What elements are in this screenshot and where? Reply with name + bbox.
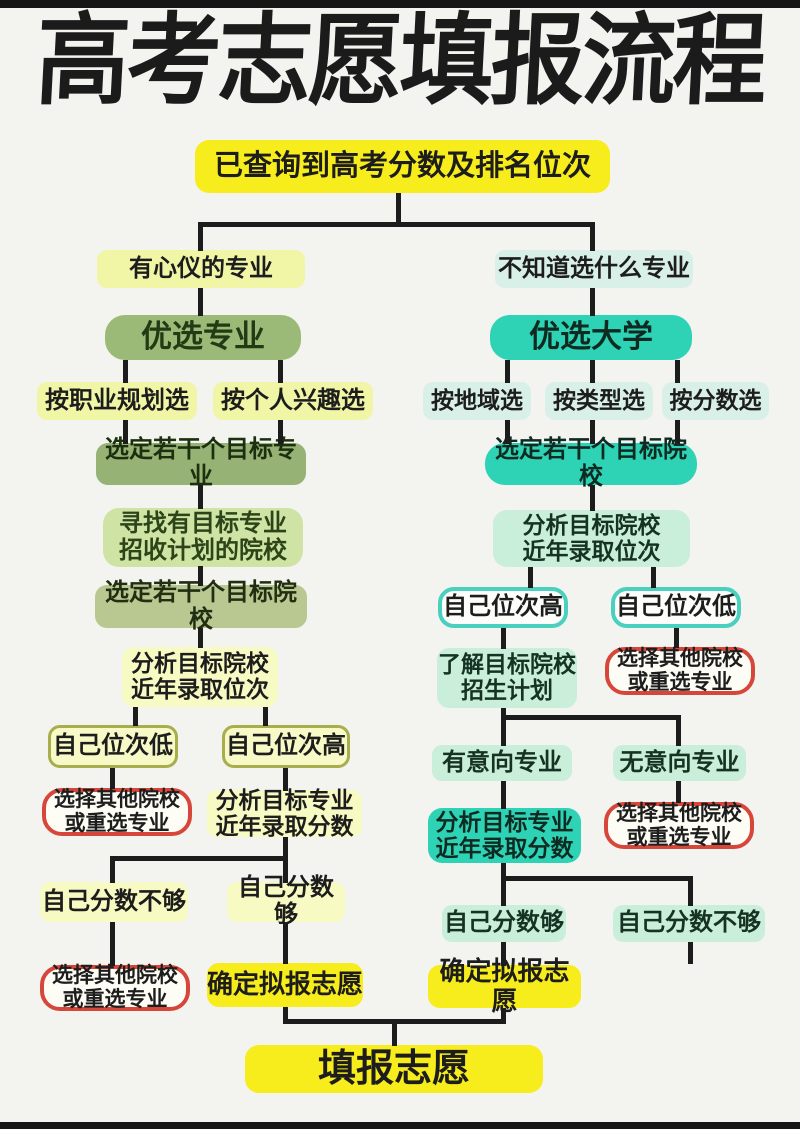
connector-line [283,922,288,964]
node-left-analyze-rank: 分析目标院校 近年录取位次 [122,647,278,707]
node-right-prefer-univ: 优选大学 [490,315,692,360]
node-left-analyze-scores: 分析目标专业 近年录取分数 [207,787,362,838]
node-left-by-interest: 按个人兴趣选 [213,382,373,420]
connector-line [110,768,115,789]
connector-line [198,288,203,316]
node-right-rank-low: 自己位次低 [611,587,741,628]
connector-line [123,360,128,383]
connector-line [396,193,401,223]
connector-line [590,485,595,511]
connector-line [501,708,506,719]
connector-line [110,856,115,883]
connector-line [674,628,679,648]
node-left-choose-other-1: 选择其他院校 或重选专业 [42,788,192,836]
connector-line [501,628,506,649]
connector-line [392,1019,397,1046]
node-left-rank-high: 自己位次高 [222,725,350,768]
connector-line [501,715,681,720]
connector-line [501,876,693,881]
connector-line [501,942,506,966]
connector-line [200,222,595,227]
node-right-score-not-enough: 自己分数不够 [613,905,765,942]
connector-line [278,420,283,444]
connector-line [676,781,681,803]
connector-line [651,567,656,588]
node-right-unknown-major: 不知道选什么专业 [495,250,693,288]
connector-line [198,566,203,586]
node-left-prefer-major: 优选专业 [105,315,301,360]
connector-line [505,360,510,383]
node-right-learn-plan: 了解目标院校 招生计划 [437,648,577,708]
node-right-by-region: 按地域选 [423,382,531,420]
node-final: 填报志愿 [245,1045,543,1093]
connector-line [110,856,288,861]
connector-line [278,360,283,383]
connector-line [528,567,533,588]
connector-line [590,222,595,251]
node-left-by-career: 按职业规划选 [37,382,197,420]
node-right-rank-high: 自己位次高 [438,587,568,628]
connector-line [590,288,595,316]
connector-line [501,876,506,906]
connector-line [676,715,681,746]
node-left-pick-majors: 选定若干个目标专业 [96,436,306,490]
node-left-choose-other-2: 选择其他院校 或重选专业 [40,964,190,1011]
node-right-has-intent: 有意向专业 [432,745,572,781]
connector-line [505,420,510,444]
connector-line [198,485,203,509]
connector-line [283,768,288,791]
node-left-rank-low: 自己位次低 [48,725,178,768]
node-start: 已查询到高考分数及排名位次 [195,140,610,193]
connector-line [501,1008,506,1022]
node-left-score-enough: 自己分数够 [227,874,345,928]
node-right-by-score: 按分数选 [662,382,769,420]
bottom-edge-bar [0,1122,800,1129]
connector-line [501,863,506,879]
node-left-has-major: 有心仪的专业 [97,250,305,288]
page-title: 高考志愿填报流程 [33,4,767,117]
connector-line [501,715,506,746]
connector-line [590,360,595,383]
connector-line [283,837,288,859]
node-left-find-schools: 寻找有目标专业 招收计划的院校 [103,508,303,567]
connector-line [133,707,138,726]
connector-line [501,781,506,809]
connector-line [198,222,203,251]
node-right-no-intent: 无意向专业 [613,745,746,781]
node-right-choose-other-2: 选择其他院校 或重选专业 [604,802,754,849]
top-edge-bar [0,0,800,8]
node-right-pick-schools: 选定若干个目标院校 [485,436,697,490]
node-left-confirm: 确定拟报志愿 [207,963,363,1007]
connector-line [675,420,680,444]
node-left-pick-schools: 选定若干个目标院校 [95,579,307,632]
connector-line [283,1007,288,1022]
node-right-score-enough: 自己分数够 [442,905,566,942]
connector-line [590,420,595,444]
connector-line [198,628,203,648]
connector-line [688,942,693,964]
connector-line [283,856,288,883]
node-left-score-not-enough: 自己分数不够 [40,882,188,922]
node-right-analyze-scores: 分析目标专业 近年录取分数 [428,808,581,863]
node-right-analyze-rank: 分析目标院校 近年录取位次 [493,510,690,567]
node-right-choose-other-1: 选择其他院校 或重选专业 [605,647,755,695]
connector-line [688,876,693,906]
connector-line [263,707,268,726]
connector-line [675,360,680,383]
node-right-confirm: 确定拟报志愿 [428,957,581,1015]
connector-line [123,420,128,444]
connector-line [110,922,115,966]
node-right-by-type: 按类型选 [545,382,653,420]
